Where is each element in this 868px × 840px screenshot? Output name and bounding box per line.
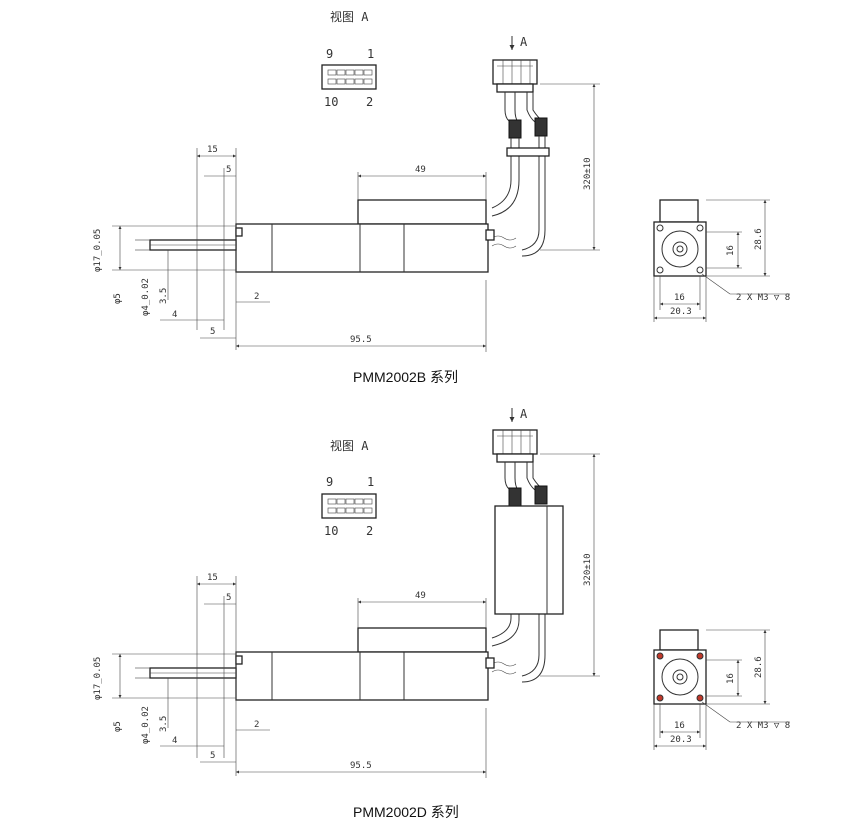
front-screw-spec: 2 X M3 ▽ 8 [736, 721, 790, 731]
dim-dia-5: φ5 [113, 721, 123, 732]
dim-3-5: 3.5 [159, 716, 169, 732]
dim-dia-5: φ5 [113, 293, 123, 304]
dim-4: 4 [172, 310, 177, 320]
dim-5-top: 5 [226, 593, 231, 603]
dim-5-top: 5 [226, 165, 231, 175]
dimension-lines: 15 5 49 320±10 2 4 5 95.5 φ17_0.05 [93, 83, 600, 352]
connector-pinout: 9 1 10 2 [321, 47, 377, 109]
dim-dia-17: φ17_0.05 [93, 229, 103, 272]
pin-2-label: 2 [366, 524, 373, 538]
cable-connector [492, 59, 538, 93]
pin-9-label: 9 [326, 47, 333, 61]
view-arrow-label: A [520, 35, 528, 49]
dim-15: 15 [207, 573, 218, 583]
dim-cable-length: 320±10 [583, 157, 593, 190]
dim-dia-4: φ4_0.02 [141, 706, 151, 744]
pin-2-label: 2 [366, 95, 373, 109]
dim-95-5: 95.5 [350, 335, 372, 345]
cable-wires [491, 92, 550, 257]
pin-1-label: 1 [367, 475, 374, 489]
drawing-pmm2002b: 视图 A 9 1 10 2 A [93, 9, 790, 385]
pin-9-label: 9 [326, 475, 333, 489]
pin-1-label: 1 [367, 47, 374, 61]
caption-pmm2002d: PMM2002D 系列 [353, 804, 459, 820]
motor-side-view [149, 627, 495, 701]
cable-tie [506, 147, 550, 157]
front-dim-28-6: 28.6 [754, 656, 764, 678]
front-dim-28-6: 28.6 [754, 228, 764, 250]
view-a-label: 视图 A [330, 9, 369, 24]
dim-4: 4 [172, 736, 177, 746]
front-dim-20-3: 20.3 [670, 735, 692, 745]
driver-box [494, 505, 564, 615]
dim-dia-17: φ17_0.05 [93, 657, 103, 700]
motor-front-view: 16 28.6 16 20.3 2 X M3 ▽ 8 [653, 629, 790, 750]
front-dim-20-3: 20.3 [670, 307, 692, 317]
front-screw-spec: 2 X M3 ▽ 8 [736, 293, 790, 303]
drawing-pmm2002d: 视图 A 9 1 10 2 A [93, 407, 790, 820]
dim-2: 2 [254, 720, 259, 730]
front-dim-16-v: 16 [726, 245, 736, 256]
connector-housing [321, 493, 377, 519]
dim-95-5: 95.5 [350, 761, 372, 771]
dim-dia-4: φ4_0.02 [141, 278, 151, 316]
front-dim-16-h: 16 [674, 721, 685, 731]
dim-3-5: 3.5 [159, 288, 169, 304]
dim-15: 15 [207, 145, 218, 155]
connector-pinout: 9 1 10 2 [321, 475, 377, 538]
pin-10-label: 10 [324, 524, 338, 538]
front-dim-16-h: 16 [674, 293, 685, 303]
dim-49: 49 [415, 165, 426, 175]
connector-housing [321, 64, 377, 90]
pin-10-label: 10 [324, 95, 338, 109]
motor-front-view: 16 28.6 16 20.3 2 X M3 ▽ 8 [653, 199, 790, 322]
dim-5-bottom: 5 [210, 751, 215, 761]
dim-49: 49 [415, 591, 426, 601]
dimension-lines: 15 5 49 320±10 2 4 5 95.5 φ17_0.05 [93, 453, 600, 778]
front-dim-16-v: 16 [726, 673, 736, 684]
cable-wires [491, 462, 548, 683]
dim-5-bottom: 5 [210, 327, 215, 337]
view-a-label: 视图 A [330, 438, 369, 453]
dim-2: 2 [254, 292, 259, 302]
cable-connector [492, 429, 538, 463]
motor-side-view [149, 199, 495, 273]
caption-pmm2002b: PMM2002B 系列 [353, 369, 458, 385]
dim-cable-length: 320±10 [583, 553, 593, 586]
view-arrow-label: A [520, 407, 528, 421]
